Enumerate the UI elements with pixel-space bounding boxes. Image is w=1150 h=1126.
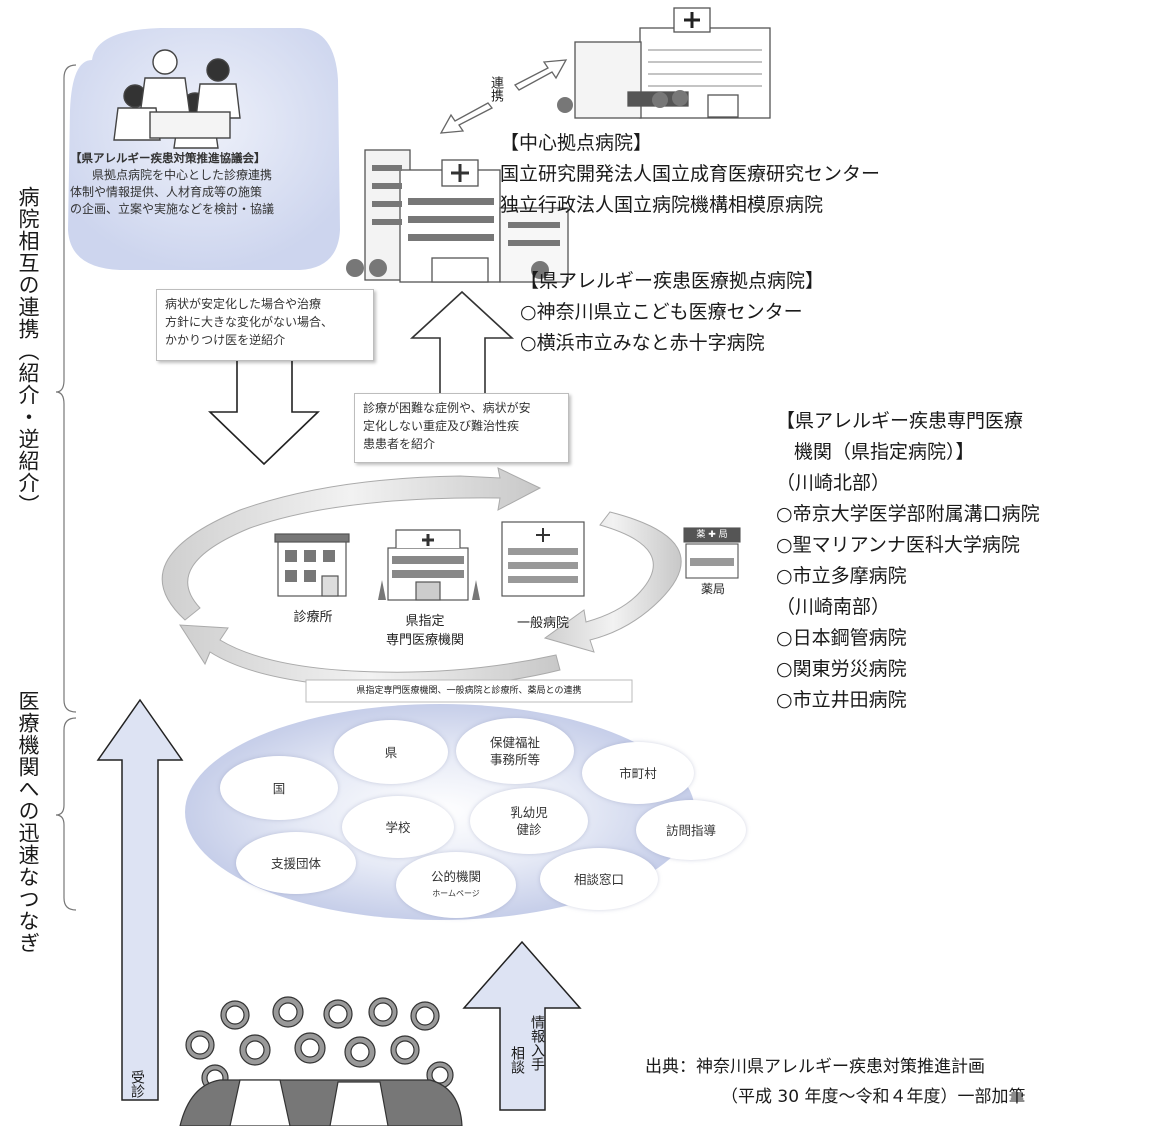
- council-text-block: 【県アレルギー疾患対策推進協議会】 県拠点病院を中心とした診療連携 体制や情報提…: [70, 150, 340, 218]
- pharmacy-label: 薬局: [700, 582, 725, 596]
- bubble-kouteki: 公的機関 ホームページ: [396, 852, 516, 918]
- bubble-kouteki-line: 公的機関: [430, 869, 481, 884]
- pharmacy-sign: 薬 ✚ 局: [696, 530, 728, 540]
- base-hospital-item-2: ○横浜市立みなと赤十字病院: [520, 332, 765, 354]
- cycle-caption-box: [305, 679, 633, 703]
- soudan-label: 相談: [509, 1046, 525, 1074]
- cycle-caption: 県指定専門医療機関、一般病院と診療所、薬局との連携: [356, 686, 582, 696]
- designated-label-line-1: 県指定: [405, 614, 445, 629]
- center-hospital-item-2: 独立行政法人国立病院機構相模原病院: [500, 194, 824, 216]
- designated-label: 県指定 専門医療機関: [360, 612, 490, 650]
- side-label-hospital-cooperation: 病院相互の連携（紹介・逆紹介）: [16, 186, 40, 516]
- referral-line-1: 診療が困難な症例や、病状が安: [363, 401, 531, 415]
- referral-arrow: [409, 290, 515, 396]
- renkei-arrows: [439, 59, 568, 134]
- council-line-3: の企画、立案や実施などを検討・協議: [70, 202, 275, 216]
- bracket-top: [55, 64, 77, 713]
- designated-label-line-2: 専門医療機関: [385, 633, 464, 648]
- bubble-hoken-line-2: 事務所等: [489, 752, 540, 767]
- bubble-nyuyouji-line-2: 健診: [516, 822, 542, 837]
- bubble-kuni: 国: [220, 756, 338, 820]
- source-line-2: （平成 30 年度～令和４年度）一部加筆: [721, 1087, 1026, 1107]
- renkei-label: 連携: [488, 76, 503, 102]
- designated-north-item-3: ○市立多摩病院: [776, 565, 907, 587]
- base-hospital-icon: [346, 149, 569, 283]
- bubble-ken: 県: [334, 720, 448, 784]
- designated-title-2: 機関（県指定病院）】: [794, 441, 975, 463]
- designated-south-label: （川崎南部）: [776, 596, 891, 618]
- council-title: 【県アレルギー疾患対策推進協議会】: [70, 151, 266, 165]
- designated-hospital-block: 【県アレルギー疾患専門医療 機関（県指定病院）】 （川崎北部） ○帝京大学医学部…: [776, 406, 1040, 716]
- clinic-building-icon: [274, 533, 350, 597]
- jushin-arrow: [96, 698, 184, 1101]
- reverse-referral-line-3: かかりつけ医を逆紹介: [165, 333, 286, 347]
- bubble-shien: 支援団体: [236, 832, 356, 894]
- designated-hospital-icon: [378, 529, 480, 601]
- reverse-referral-line-2: 方針に大きな変化がない場合、: [165, 315, 334, 329]
- center-hospital-title: 【中心拠点病院】: [500, 132, 653, 154]
- designated-south-item-2: ○関東労災病院: [776, 658, 907, 680]
- designated-south-item-1: ○日本鋼管病院: [776, 627, 907, 649]
- bubble-gakkou: 学校: [342, 796, 454, 858]
- council-people-icon: [113, 49, 241, 149]
- source-block: 出典：神奈川県アレルギー疾患対策推進計画 （平成 30 年度～令和４年度）一部加…: [645, 1052, 1025, 1112]
- reverse-referral-line-1: 病状が安定化した場合や治療: [165, 297, 322, 311]
- referral-line-2: 定化しない重症及び難治性疾: [363, 419, 520, 433]
- referral-line-3: 患患者を紹介: [363, 437, 436, 451]
- designated-north-item-1: ○帝京大学医学部附属溝口病院: [776, 503, 1040, 525]
- general-hospital-icon: [501, 521, 585, 597]
- council-line-1: 県拠点病院を中心とした診療連携: [92, 168, 273, 182]
- designated-south-item-3: ○市立井田病院: [776, 689, 907, 711]
- referral-note: 診療が困難な症例や、病状が安 定化しない重症及び難治性疾 患患者を紹介: [354, 393, 569, 463]
- bracket-bottom: [55, 717, 77, 911]
- cycle-ring: [161, 467, 682, 689]
- designated-north-label: （川崎北部）: [776, 472, 891, 494]
- general-hospital-label: 一般病院: [516, 616, 569, 631]
- jushin-label: 受診: [129, 1070, 145, 1098]
- top-hospital-icon: [557, 7, 771, 119]
- center-hospital-item-1: 国立研究開発法人国立成育医療研究センター: [500, 163, 881, 185]
- people-group-icon: [179, 996, 463, 1126]
- designated-north-item-2: ○聖マリアンナ医科大学病院: [776, 534, 1020, 556]
- clinic-label: 診療所: [293, 610, 333, 625]
- side-label-quick-connection: 医療機関への迅速なつなぎ: [16, 690, 40, 954]
- base-hospital-item-1: ○神奈川県立こども医療センター: [520, 301, 803, 323]
- center-hospital-block: 【中心拠点病院】 国立研究開発法人国立成育医療研究センター 独立行政法人国立病院…: [500, 128, 880, 221]
- pharmacy-icon: [683, 527, 741, 579]
- source-line-1: 出典：神奈川県アレルギー疾患対策推進計画: [645, 1057, 985, 1077]
- joho-arrow: [462, 940, 582, 1111]
- bubble-soudan: 相談窓口: [540, 848, 658, 910]
- joho-label: 情報入手: [529, 1015, 545, 1071]
- bubble-hoken: 保健福祉 事務所等: [456, 718, 574, 784]
- bubble-kouteki-sub: ホームページ: [432, 889, 480, 898]
- designated-title-1: 【県アレルギー疾患専門医療: [776, 410, 1024, 432]
- bubble-houmon: 訪問指導: [636, 800, 746, 860]
- reverse-referral-note: 病状が安定化した場合や治療 方針に大きな変化がない場合、 かかりつけ医を逆紹介: [156, 289, 374, 361]
- bubble-shichouson: 市町村: [582, 742, 694, 804]
- council-bubble: [68, 28, 340, 270]
- bubble-nyuyouji: 乳幼児 健診: [470, 788, 588, 854]
- bubble-nyuyouji-line-1: 乳幼児: [510, 805, 548, 820]
- council-line-2: 体制や情報提供、人材育成等の施策: [70, 185, 263, 199]
- base-hospital-title: 【県アレルギー疾患医療拠点病院】: [520, 270, 825, 292]
- bubble-hoken-line-1: 保健福祉: [489, 735, 540, 750]
- base-hospital-block: 【県アレルギー疾患医療拠点病院】 ○神奈川県立こども医療センター ○横浜市立みな…: [520, 266, 824, 359]
